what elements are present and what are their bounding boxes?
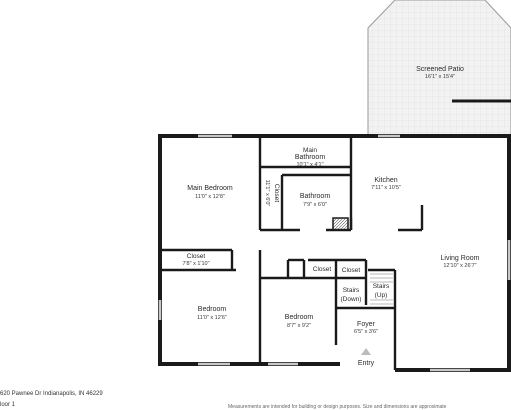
interior-walls [160,136,424,370]
main-bathroom-dims: 10'1" x 4'1" [296,162,323,168]
stairs-up-treads [370,273,393,305]
exterior-walls [158,134,511,372]
bedroom-left-name: Bedroom [198,306,227,313]
living-room-dims: 12'10" x 26'7" [443,263,476,269]
bedroom-mid-name: Bedroom [285,314,314,321]
stairs-down-name-2: (Down) [341,296,362,303]
main-bedroom-name: Main Bedroom [187,185,233,192]
stairs-down-name-1: Stairs [343,287,360,294]
kitchen-name: Kitchen [374,177,397,184]
stairs-up-name-2: (Up) [375,292,388,299]
utility-chase [332,217,349,231]
disclaimer-text: Measurements are intended for building o… [228,404,447,410]
main-bathroom-name-2: Bathroom [295,154,326,161]
bedroom-left-dims: 11'0" x 12'6" [197,315,227,321]
living-room-name: Living Room [441,255,480,262]
bathroom-dims: 7'9" x 6'0" [303,202,327,208]
entry-arrow [361,348,371,355]
closet-b-name: Closet [342,267,361,274]
room-labels: Screened Patio 16'1" x 15'4" Main Bedroo… [182,66,479,367]
main-bedroom-dims: 11'0" x 12'8" [195,194,225,200]
bathroom-name: Bathroom [300,193,331,200]
stairs-up-name-1: Stairs [373,283,390,290]
address-label: 620 Pawnee Dr Indianapolis, IN 46229 [0,391,103,397]
floor-label: loor 1 [0,402,16,408]
patio-dims: 16'1" x 15'4" [425,74,455,80]
closet-left-name: Closet [187,253,206,260]
windows [158,134,511,372]
closet-left-dims: 7'8" x 1'10" [182,261,209,267]
foyer-name: Foyer [357,321,376,328]
closet-vertical-name: Closet [273,184,280,203]
bedroom-mid-dims: 8'7" x 9'2" [287,323,311,329]
main-bathroom-name-1: Main [303,147,317,154]
kitchen-dims: 7'11" x 10'5" [371,185,401,191]
patio-name: Screened Patio [416,66,464,73]
foyer-dims: 6'5" x 3'6" [354,329,378,335]
closet-a-name: Closet [313,266,332,273]
closet-vertical-dims: 11'1" x 6'0" [264,180,270,207]
entry-label: Entry [358,360,375,367]
